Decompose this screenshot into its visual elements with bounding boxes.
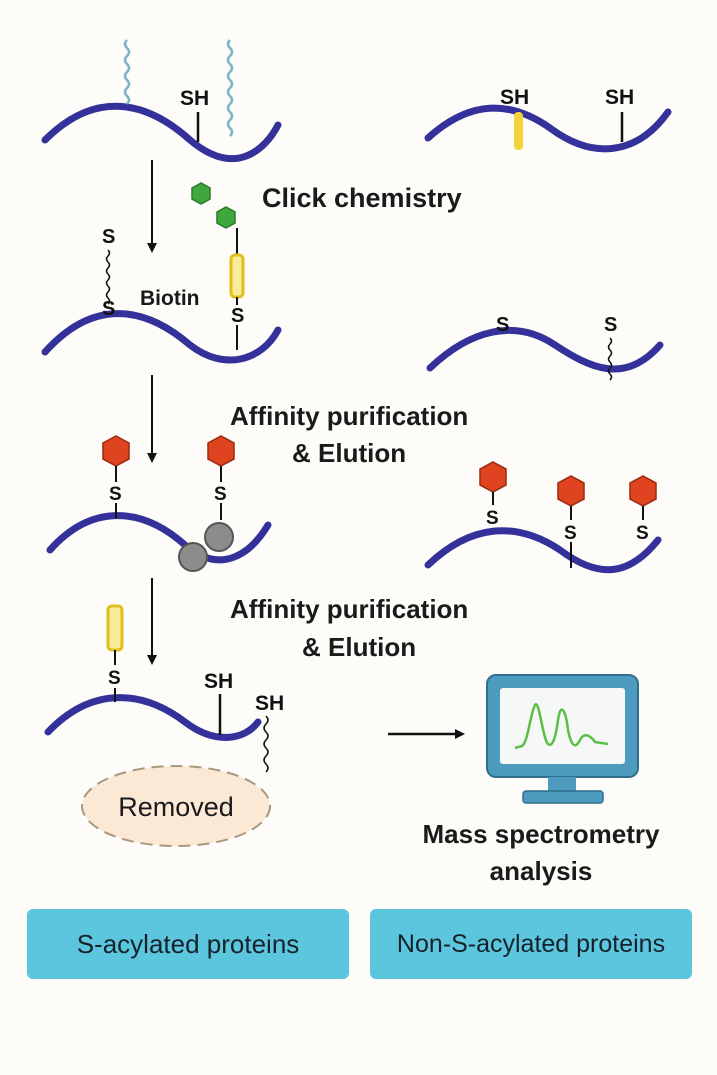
- palmitoyl-chain-icon: [226, 39, 234, 137]
- palmitoyl-chain-icon: [123, 39, 131, 105]
- s-label: S: [636, 523, 649, 544]
- s-label: S: [564, 523, 577, 544]
- s-label: S: [108, 668, 121, 689]
- affinity-label-line2: & Elution: [302, 632, 416, 662]
- protein-left-row4: S SH SH: [44, 604, 284, 773]
- s-label: S: [214, 484, 227, 505]
- protein-left-row2: S S S: [41, 226, 282, 364]
- protein-chain-icon: [44, 694, 262, 741]
- mass-spec-label-line1: Mass spectrometry: [423, 819, 661, 849]
- protein-left-row3: S S: [46, 435, 272, 572]
- bead-icon: [178, 542, 208, 572]
- removed-badge: Removed: [81, 765, 271, 847]
- s-label: S: [496, 314, 509, 336]
- mass-spec-label-line2: analysis: [490, 856, 593, 886]
- s-acylated-proteins-box: S-acylated proteins: [27, 909, 349, 979]
- protein-right-row1: SH SH: [424, 86, 672, 153]
- protein-chain-icon: [424, 104, 672, 153]
- protein-chain-icon: [424, 527, 662, 574]
- s-label: S: [604, 314, 617, 336]
- thioester-chain: [607, 337, 613, 381]
- alkyne-hexagon-icon: [191, 182, 211, 205]
- sh-label: SH: [500, 86, 529, 109]
- affinity-label-line1: Affinity purification: [230, 401, 468, 431]
- streptavidin-hexagon-icon: [207, 435, 235, 467]
- category-label: S-acylated proteins: [76, 928, 300, 959]
- click-chemistry-label: Click chemistry: [262, 183, 462, 213]
- non-s-acylated-proteins-box: Non-S-acylated proteins: [370, 909, 692, 979]
- sh-label: SH: [605, 86, 634, 109]
- alkyne-hexagon-icon: [216, 206, 236, 229]
- streptavidin-hexagon-icon: [479, 461, 507, 493]
- biotin-tag-icon: [106, 604, 124, 652]
- thioester-chain: [105, 249, 111, 305]
- affinity-label-line1: Affinity purification: [230, 594, 468, 624]
- s-label: S: [102, 226, 115, 248]
- protein-left-row1: SH: [41, 39, 282, 163]
- s-label: S: [102, 298, 115, 320]
- sh-label: SH: [204, 670, 233, 693]
- removed-label: Removed: [118, 792, 234, 822]
- protein-chain-icon: [41, 102, 282, 163]
- spectrum-trace: [514, 703, 609, 750]
- sh-label: SH: [255, 692, 284, 715]
- sh-label: SH: [180, 87, 209, 110]
- protein-chain-icon: [41, 310, 282, 364]
- thioester-chain: [263, 715, 269, 773]
- protein-right-row2: S S: [426, 314, 664, 381]
- bead-icon: [204, 522, 234, 552]
- s-label: S: [109, 484, 122, 505]
- protein-right-row3: S S S: [424, 461, 662, 574]
- streptavidin-hexagon-icon: [557, 475, 585, 507]
- streptavidin-hexagon-icon: [629, 475, 657, 507]
- biotin-label: Biotin: [140, 287, 199, 310]
- monitor-icon: [486, 674, 639, 804]
- biotin-tag-icon: [514, 112, 523, 150]
- protein-chain-icon: [426, 326, 664, 373]
- click-probe: [191, 182, 245, 305]
- streptavidin-hexagon-icon: [102, 435, 130, 467]
- affinity-label-line2: & Elution: [292, 438, 406, 468]
- biotin-tag-icon: [229, 253, 245, 299]
- protein-chain-icon: [46, 512, 272, 564]
- s-label: S: [231, 305, 244, 327]
- category-label: Non-S-acylated proteins: [396, 929, 666, 958]
- s-label: S: [486, 508, 499, 529]
